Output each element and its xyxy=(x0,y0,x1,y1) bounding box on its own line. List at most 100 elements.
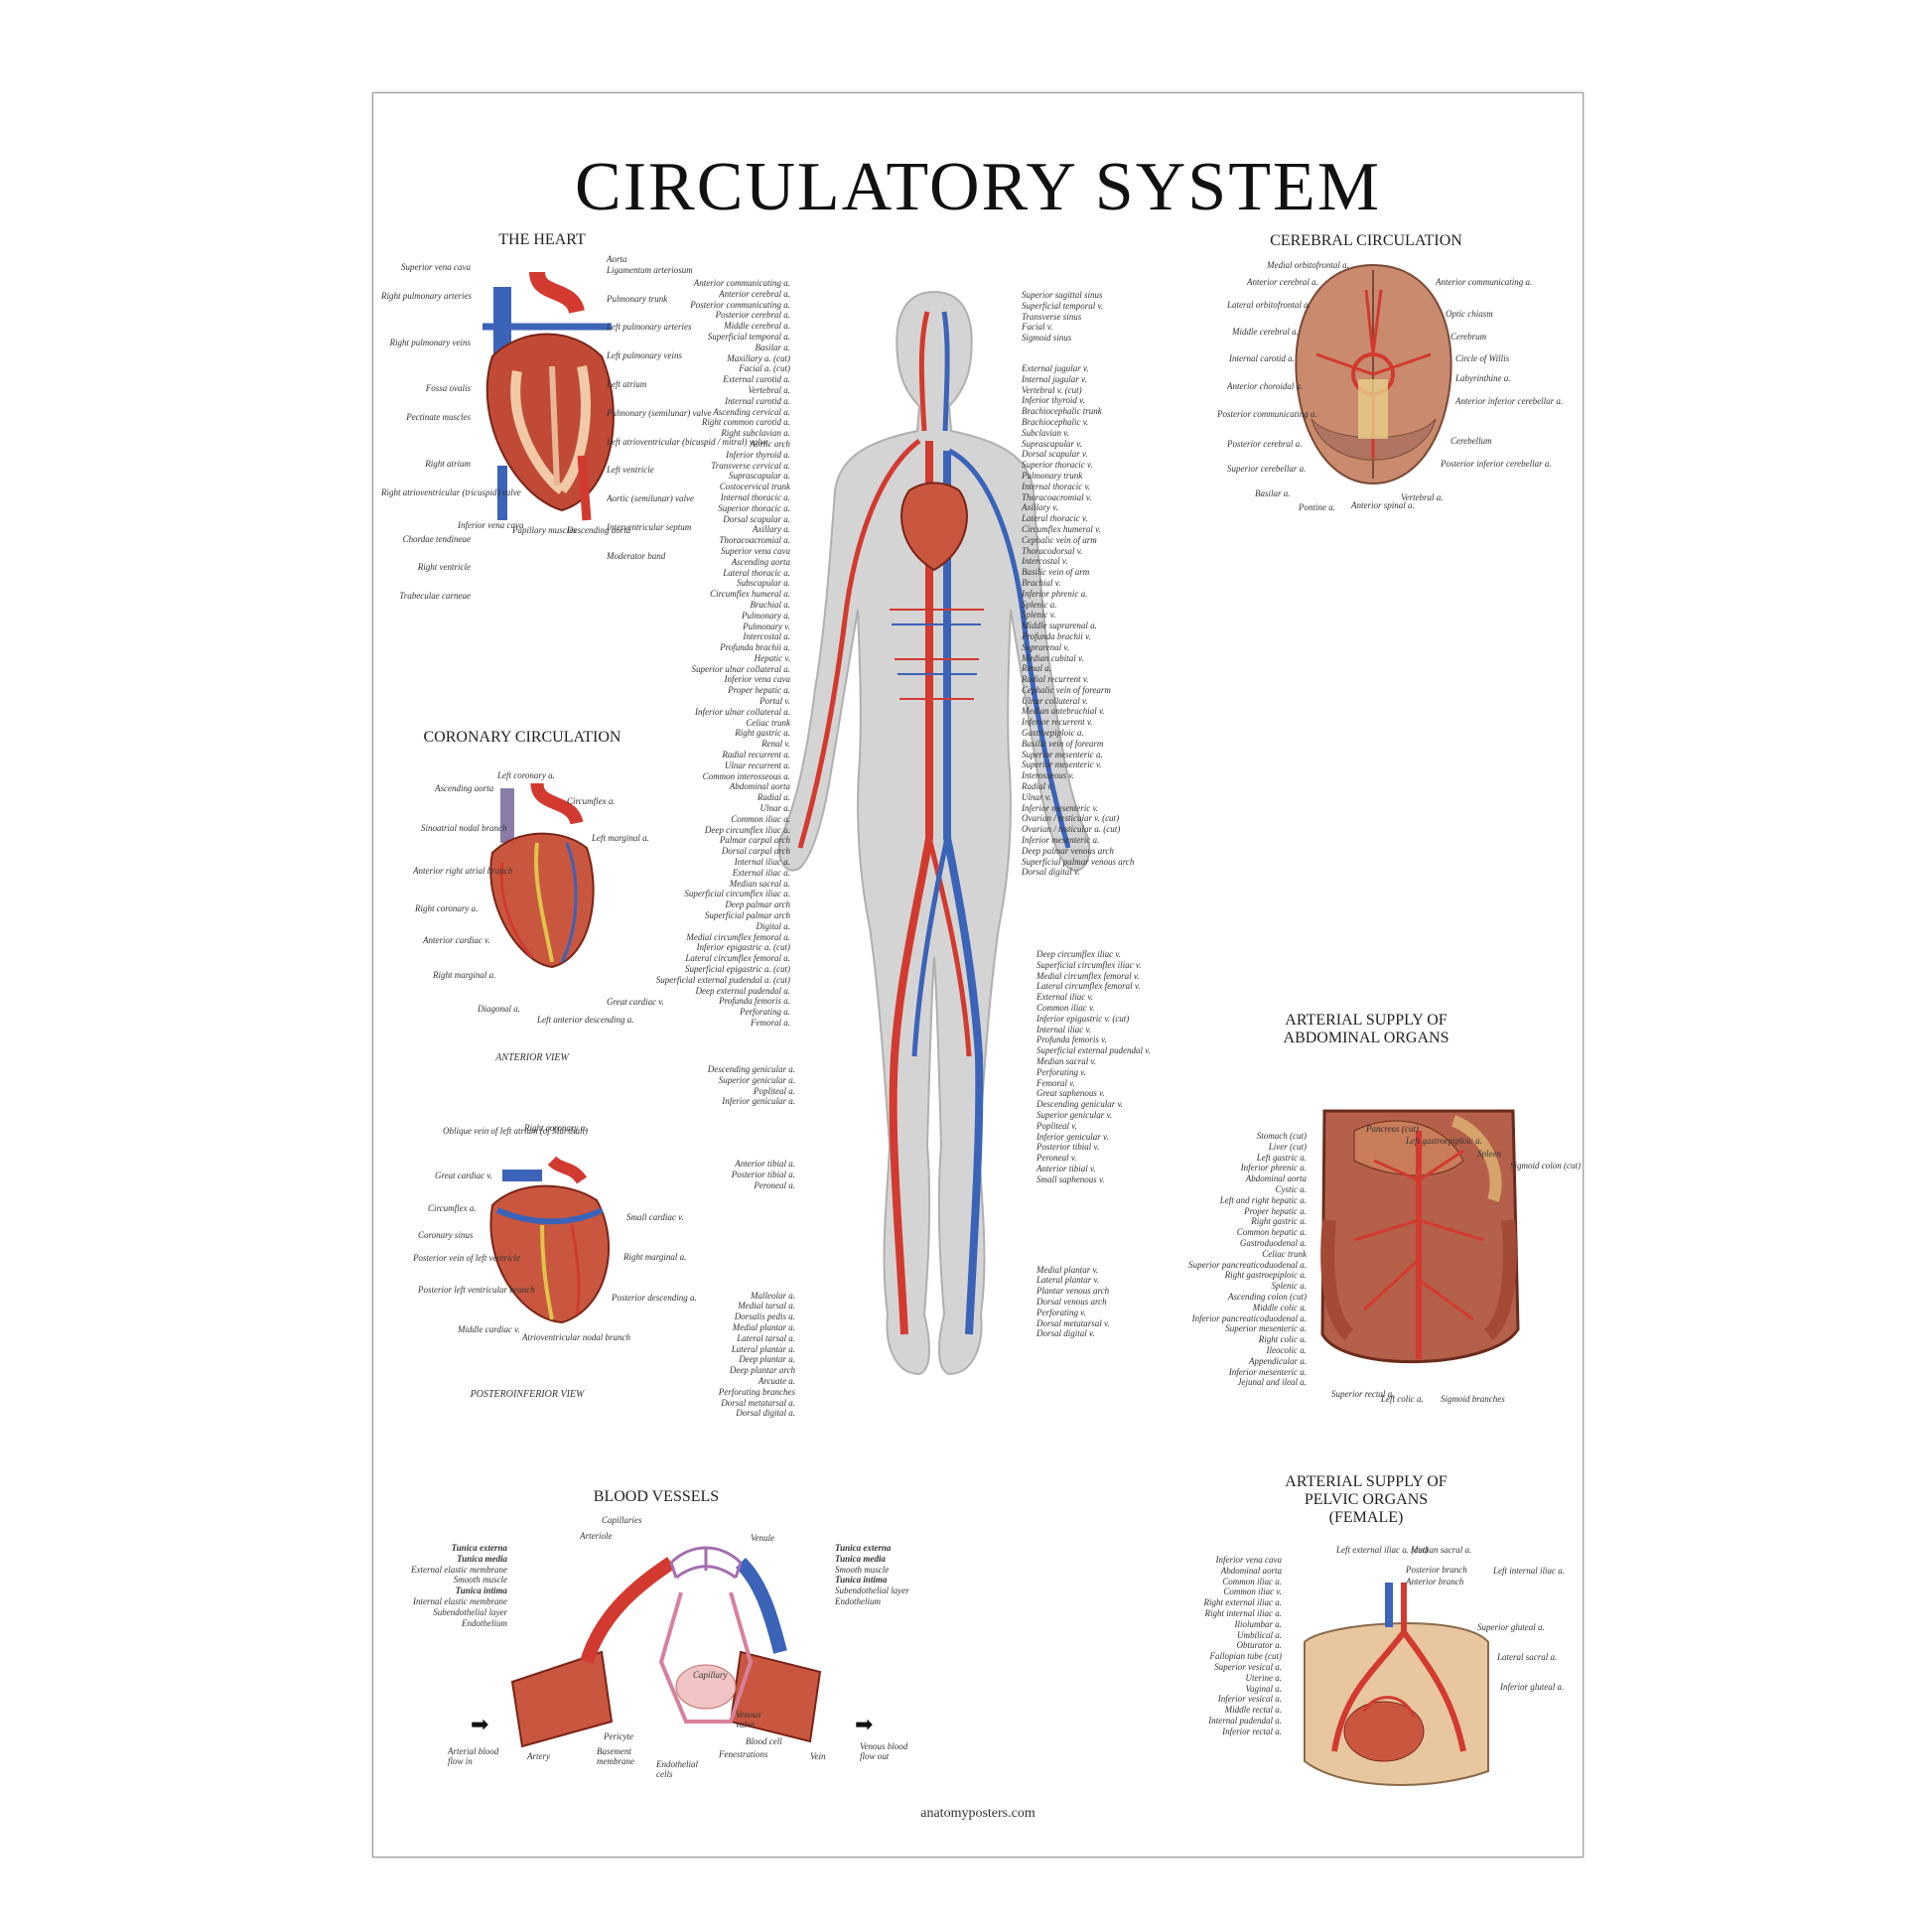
artery-layer-labels: Tunica externa Tunica media External ela… xyxy=(393,1543,507,1628)
cerebral-label: Medial orbitofrontal a. xyxy=(1267,260,1349,270)
body-label: Suprarenal v. xyxy=(1022,641,1069,652)
body-label: Internal jugular v. xyxy=(1022,373,1087,384)
body-label: Subscapular a. xyxy=(737,578,790,589)
pelvic-label: Left internal iliac a. xyxy=(1493,1566,1565,1576)
body-label: Anterior cerebral a. xyxy=(719,288,790,299)
body-label: Anterior tibial a. xyxy=(735,1159,795,1170)
body-label: Superior mesenteric a. xyxy=(1022,749,1103,759)
body-label: Profunda brachii v. xyxy=(1022,630,1091,641)
body-label: Peroneal a. xyxy=(754,1179,795,1190)
body-label: Pulmonary v. xyxy=(743,621,790,631)
cerebral-label: Superior cerebellar a. xyxy=(1227,464,1307,474)
abdominal-label: Sigmoid branches xyxy=(1441,1394,1505,1404)
pelvic-label: Abdominal aorta xyxy=(1220,1565,1282,1576)
heart-title: THE HEART xyxy=(498,231,586,248)
abdominal-label: Superior rectal a. xyxy=(1331,1389,1395,1399)
poster-title: CIRCULATORY SYSTEM xyxy=(575,149,1381,225)
pelvic-title: ARTERIAL SUPPLY OF PELVIC ORGANS (FEMALE… xyxy=(1247,1473,1485,1527)
cerebral-title: CEREBRAL CIRCULATION xyxy=(1270,232,1462,249)
pelvic-label: Middle rectal a. xyxy=(1224,1705,1282,1716)
body-label: Superficial circumflex iliac v. xyxy=(1036,959,1142,970)
body-label: Dorsal digital v. xyxy=(1022,867,1080,878)
body-label: Thoracoacromial a. xyxy=(719,535,790,546)
body-label: Subclavian v. xyxy=(1022,427,1069,438)
body-label: Vertebral v. (cut) xyxy=(1022,384,1082,395)
abdominal-label: Right gastroepiploic a. xyxy=(1224,1270,1307,1281)
body-label: Deep plantar arch xyxy=(729,1365,795,1376)
body-label: Vertebral a. xyxy=(748,384,791,395)
body-label: Dorsal metatarsal v. xyxy=(1036,1317,1110,1328)
body-labels-right-lower: Deep circumflex iliac v. Superficial cir… xyxy=(1036,949,1205,1339)
body-label: Superficial palmar venous arch xyxy=(1022,856,1135,867)
body-label: Dorsal venous arch xyxy=(1036,1296,1107,1307)
coronary-label: Oblique vein of left atrium (of Marshall… xyxy=(443,1126,588,1136)
body-label: Superficial circumflex iliac a. xyxy=(684,889,790,899)
heart-label: Pulmonary trunk xyxy=(607,293,668,304)
heart-label: Left atrium xyxy=(607,378,647,389)
body-label: Portal v. xyxy=(759,696,790,707)
body-labels-left-lower: Descending genicular a. Superior genicul… xyxy=(626,1064,795,1419)
body-label: Descending genicular a. xyxy=(707,1064,795,1074)
heart-illustration xyxy=(483,270,615,521)
body-label: Superior mesenteric v. xyxy=(1022,759,1102,770)
body-label: Suprascapular a. xyxy=(728,471,790,482)
body-label: Lateral circumflex femoral a. xyxy=(685,953,790,964)
body-label: Ascending aorta xyxy=(731,556,790,567)
coronary-label: Small cardiac v. xyxy=(626,1212,684,1222)
coronary-label: Great cardiac v. xyxy=(435,1171,492,1180)
coronary-label: Left marginal a. xyxy=(592,833,649,843)
heart-label: Aorta xyxy=(607,254,627,264)
body-label: Facial v. xyxy=(1022,322,1053,333)
body-label: Ulnar v. xyxy=(1022,791,1051,802)
body-label: Radial recurrent v. xyxy=(1022,674,1089,685)
abdominal-label: Inferior pancreaticoduodenal a. xyxy=(1191,1312,1307,1323)
body-label: Transverse sinus xyxy=(1022,311,1082,322)
body-label: Ulnar a. xyxy=(759,803,790,814)
pelvic-label: Superior vesical a. xyxy=(1214,1661,1282,1672)
body-label: Inferior recurrent v. xyxy=(1022,717,1093,728)
vessels-label: Tunica externa xyxy=(451,1543,507,1553)
cerebral-label: Vertebral a. xyxy=(1401,492,1444,502)
body-labels-right: Superior sagittal sinus Superficial temp… xyxy=(1022,290,1220,878)
vessels-label: Basement membrane xyxy=(597,1746,634,1766)
vessels-label: Internal elastic membrane xyxy=(413,1595,507,1606)
abdominal-label: Inferior mesenteric a. xyxy=(1228,1366,1307,1377)
body-label: Superior sagittal sinus xyxy=(1022,290,1103,300)
coronary-label: Atrioventricular nodal branch xyxy=(522,1332,630,1342)
vessels-label: Smooth muscle xyxy=(835,1564,890,1575)
abdominal-label: Celiac trunk xyxy=(1262,1248,1307,1259)
pelvic-label: Inferior gluteal a. xyxy=(1500,1682,1565,1692)
body-label: Splenic a. xyxy=(1022,599,1057,610)
vessels-label: Arterial blood flow in xyxy=(448,1746,499,1766)
cerebral-label: Circle of Willis xyxy=(1455,353,1510,363)
vessels-label: Capillary xyxy=(693,1670,728,1680)
outflow-arrow-icon: ➡ xyxy=(855,1712,874,1736)
abdominal-label: Ascending colon (cut) xyxy=(1228,1291,1307,1302)
abdominal-title-line2: ABDOMINAL ORGANS xyxy=(1283,1030,1449,1046)
body-label: Posterior communicating a. xyxy=(690,299,790,310)
heart-label: Pulmonary (semilunar) valve xyxy=(607,407,712,418)
coronary-label: Anterior right atrial branch xyxy=(413,866,513,876)
body-label: Medial tarsal a. xyxy=(738,1301,795,1311)
coronary-label: Posterior descending a. xyxy=(612,1293,697,1303)
body-label: Medial circumflex femoral a. xyxy=(686,931,790,942)
body-label: Profunda femoris a. xyxy=(719,996,790,1007)
body-label: Ulnar collateral v. xyxy=(1022,695,1088,706)
body-label: Profunda brachii a. xyxy=(720,642,790,653)
body-label: Inferior vena cava xyxy=(724,674,790,685)
body-label: Superior ulnar collateral a. xyxy=(691,663,791,674)
body-label: Ulnar recurrent a. xyxy=(724,759,790,770)
body-label: Inferior epigastric v. (cut) xyxy=(1036,1013,1130,1024)
body-label: Circumflex humeral v. xyxy=(1022,523,1101,534)
body-label: Anterior tibial v. xyxy=(1036,1163,1096,1173)
vessels-label: Endothelial cells xyxy=(656,1759,698,1779)
body-label: Deep palmar arch xyxy=(725,899,790,910)
cerebral-label: Lateral orbitofrontal a. xyxy=(1227,300,1311,310)
cerebral-label: Basilar a. xyxy=(1255,488,1291,498)
coronary-anterior-illustration xyxy=(489,782,595,969)
body-illustration xyxy=(777,290,1091,1376)
body-labels-left: Anterior communicating a. Anterior cereb… xyxy=(567,278,790,1029)
abdominal-label: Inferior phrenic a. xyxy=(1240,1163,1307,1173)
body-label: Superficial epigastric a. (cut) xyxy=(685,964,790,974)
body-label: Lateral thoracic a. xyxy=(723,567,790,578)
